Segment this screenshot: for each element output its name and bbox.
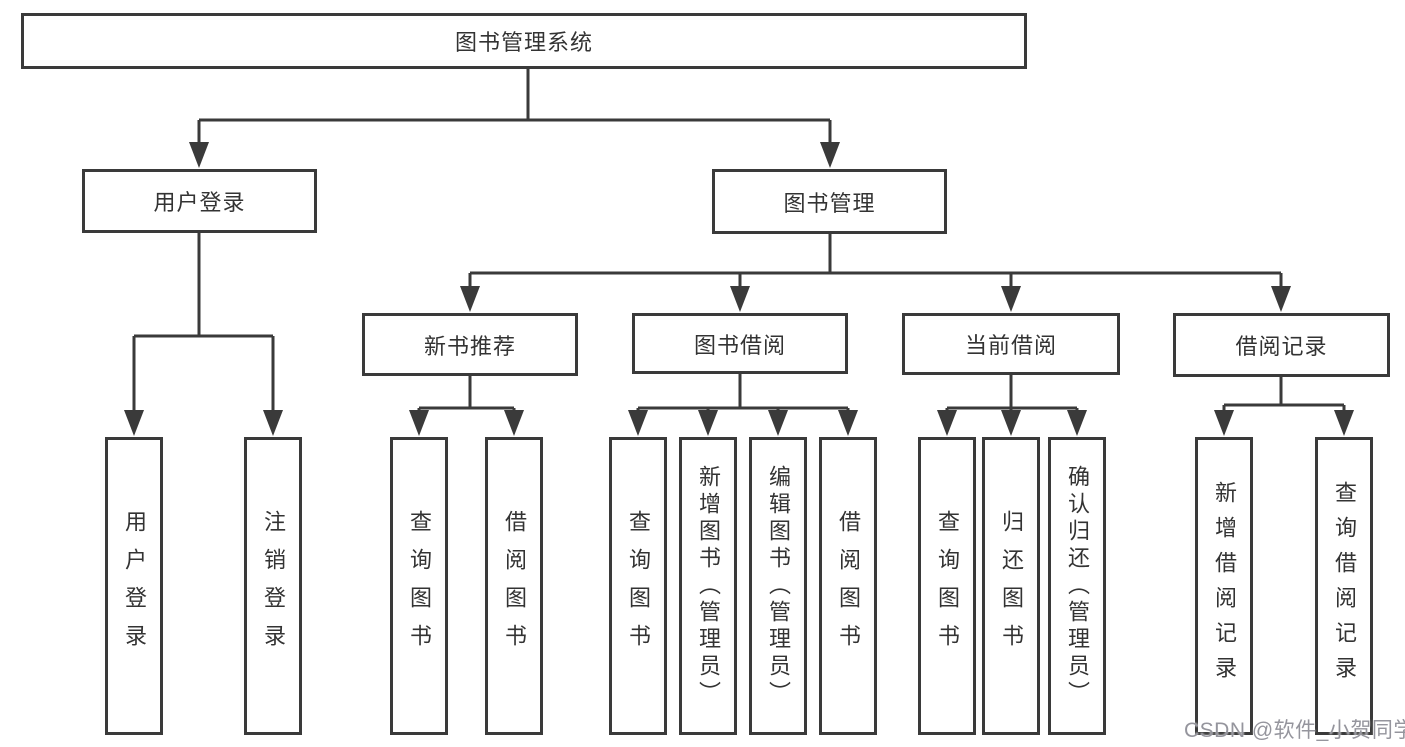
leaf-query-borrow-record: 查询借阅记录 [1315,437,1373,735]
leaf-confirm-return-admin: 确认归还（管理员） [1048,437,1106,735]
leaf-query-borrow-record-label: 查询借阅记录 [1332,481,1357,691]
leaf-borrow-books-label: 借阅图书 [836,510,861,662]
leaf-add-borrow-record-label: 新增借阅记录 [1212,481,1237,691]
leaf-logout: 注销登录 [244,437,302,735]
node-book-borrowing: 图书借阅 [632,313,848,374]
leaf-query-books-recommend: 查询图书 [390,437,448,735]
leaf-add-book-admin-label: 新增图书（管理员） [696,464,721,708]
leaf-edit-book-admin: 编辑图书（管理员） [749,437,807,735]
node-user-login: 用户登录 [82,169,317,233]
leaf-borrow-books-recommend-label: 借阅图书 [502,510,527,662]
leaf-query-books-borrow: 查询图书 [609,437,667,735]
leaf-return-book-label: 归还图书 [999,510,1024,662]
leaf-user-login: 用户登录 [105,437,163,735]
node-borrowing-records: 借阅记录 [1173,313,1390,377]
leaf-borrow-books: 借阅图书 [819,437,877,735]
leaf-query-books-borrow-label: 查询图书 [626,510,651,662]
leaf-borrow-books-recommend: 借阅图书 [485,437,543,735]
leaf-query-books-recommend-label: 查询图书 [407,510,432,662]
leaf-add-book-admin: 新增图书（管理员） [679,437,737,735]
node-book-management: 图书管理 [712,169,947,234]
node-system-root: 图书管理系统 [21,13,1027,69]
node-new-book-recommend: 新书推荐 [362,313,578,376]
leaf-query-books-current: 查询图书 [918,437,976,735]
leaf-logout-label: 注销登录 [261,510,286,662]
leaf-user-login-label: 用户登录 [122,510,147,662]
leaf-edit-book-admin-label: 编辑图书（管理员） [766,464,791,708]
leaf-query-books-current-label: 查询图书 [935,510,960,662]
leaf-return-book: 归还图书 [982,437,1040,735]
arrowheads [124,142,1354,436]
csdn-watermark: CSDN @软件_小贺同学 [1184,719,1405,742]
leaf-confirm-return-admin-label: 确认归还（管理员） [1065,464,1090,708]
leaf-add-borrow-record: 新增借阅记录 [1195,437,1253,735]
node-current-borrowing: 当前借阅 [902,313,1120,375]
